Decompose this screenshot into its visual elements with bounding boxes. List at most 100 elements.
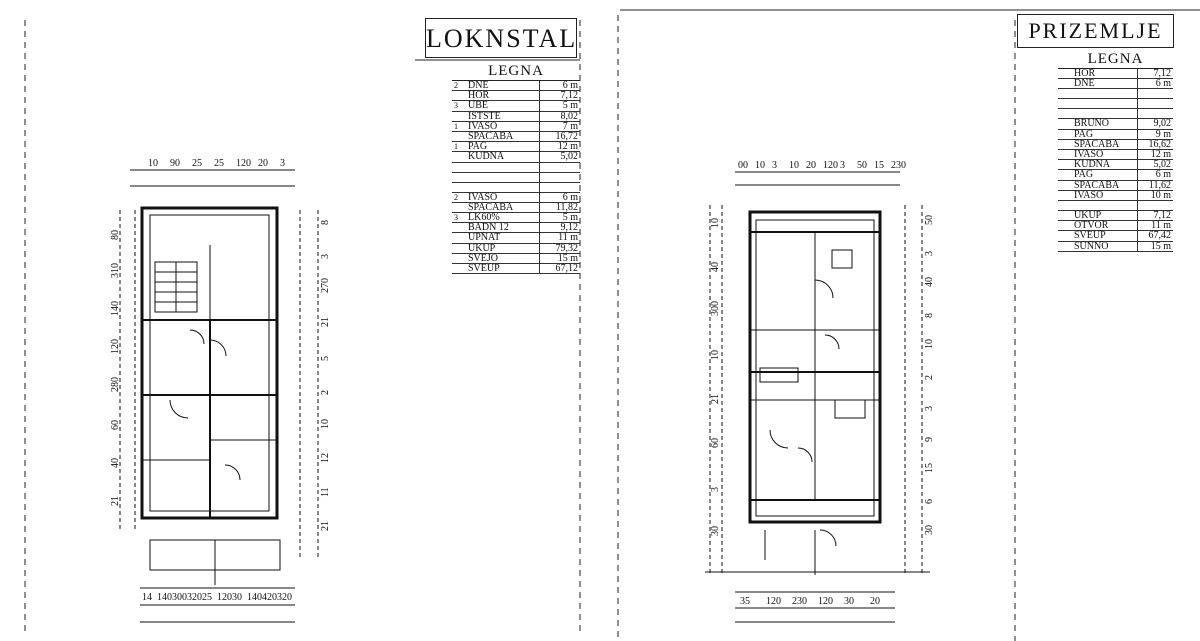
legend-cell-label: UKUP bbox=[466, 243, 540, 254]
dimension-label: 80 bbox=[110, 230, 121, 240]
legend-cell-n bbox=[1058, 200, 1072, 212]
building-outline-right bbox=[748, 210, 882, 575]
legend-cell-value: 5 m bbox=[539, 212, 580, 224]
legend-cell-n bbox=[1058, 159, 1072, 171]
dimension-label: 310 bbox=[110, 263, 121, 278]
legend-cell-n bbox=[452, 182, 466, 193]
building-outline-left bbox=[140, 206, 281, 585]
legend-cell-value: 16,72 bbox=[539, 131, 580, 143]
legend-cell-label: IVASO bbox=[466, 121, 540, 133]
legend-cell-n: 3 bbox=[452, 100, 466, 112]
legend-cell-label: HOR bbox=[1072, 69, 1138, 80]
legend-cell-label: LK60% bbox=[466, 212, 540, 224]
legend-cell-value: 15 m bbox=[539, 253, 580, 265]
legend-heading: LEGNA bbox=[452, 62, 580, 81]
legend-cell-label: PAG bbox=[466, 141, 540, 153]
dimension-label: 10 bbox=[789, 160, 799, 171]
legend-cell-label bbox=[466, 182, 540, 193]
legend-heading: LEGNA bbox=[1058, 50, 1173, 69]
legend-cell-value: 67,42 bbox=[1136, 230, 1173, 242]
staircase bbox=[154, 261, 198, 313]
legend-cell-value bbox=[1136, 88, 1173, 100]
legend-cell-value bbox=[539, 162, 580, 173]
legend-cell-n bbox=[452, 172, 466, 183]
dimension-label: 14 bbox=[142, 592, 152, 603]
legend-cell-label bbox=[1072, 98, 1138, 110]
legend-cell-value bbox=[1136, 108, 1173, 120]
dimension-label: 10 bbox=[710, 218, 721, 228]
legend-cell-value: 5 m bbox=[539, 100, 580, 112]
dimension-label: 90 bbox=[170, 158, 180, 169]
dimension-label: 230 bbox=[891, 160, 906, 171]
dimension-label: 120 bbox=[236, 158, 251, 169]
dimension-label: 230 bbox=[792, 596, 807, 607]
legend-cell-n bbox=[1058, 169, 1072, 181]
legend-cell-n bbox=[1058, 220, 1072, 232]
legend-cell-n bbox=[1058, 149, 1072, 161]
legend-cell-value: 7 m bbox=[539, 121, 580, 133]
dimension-label: 20 bbox=[806, 160, 816, 171]
legend-cell-value: 11,82 bbox=[539, 202, 580, 214]
dimension-label: 12 bbox=[320, 453, 331, 463]
legend-cell-label: SPACABA bbox=[1072, 180, 1138, 191]
legend-cell-n bbox=[452, 232, 466, 244]
legend-cell-n bbox=[1058, 69, 1072, 80]
legend-cell-label: BADN 12 bbox=[466, 222, 540, 234]
dimension-label: 50 bbox=[857, 160, 867, 171]
legend-cell-value: 9,02 bbox=[1136, 118, 1173, 130]
legend-cell-label: PAG bbox=[1072, 129, 1138, 140]
legend-cell-value: 15 m bbox=[1136, 241, 1173, 252]
dimension-label: 6 bbox=[924, 499, 935, 504]
legend-cell-value: 5,02 bbox=[539, 151, 580, 163]
legend-cell-n: 3 bbox=[452, 212, 466, 224]
dimension-label: 30 bbox=[232, 592, 242, 603]
legend-row bbox=[1058, 108, 1173, 120]
legend-cell-n bbox=[452, 222, 466, 234]
dimension-label: 35 bbox=[740, 596, 750, 607]
legend-cell-label: IVASO bbox=[466, 192, 540, 203]
legend-cell-n bbox=[1058, 230, 1072, 242]
dimension-label: 300 bbox=[172, 592, 187, 603]
legend-cell-label: IVASO bbox=[1072, 149, 1138, 161]
dimension-label: 40 bbox=[924, 277, 935, 287]
legend-row bbox=[1058, 200, 1173, 212]
legend-cell-label: HOR bbox=[466, 90, 540, 102]
legend-cell-n: 2 bbox=[452, 81, 466, 92]
dimension-label: 11 bbox=[320, 487, 331, 497]
legend-cell-value: 6 m bbox=[539, 192, 580, 203]
legend-cell-label bbox=[466, 162, 540, 173]
legend-cell-n bbox=[1058, 241, 1072, 252]
legend-cell-n: 2 bbox=[452, 192, 466, 203]
dimension-label: 21 bbox=[320, 317, 331, 327]
dimension-label: 21 bbox=[710, 394, 721, 404]
legend-cell-value bbox=[1136, 200, 1173, 212]
dimension-label: 3 bbox=[772, 160, 777, 171]
legend-cell-value: 11 m bbox=[539, 232, 580, 244]
legend-cell-label: DNE bbox=[1072, 78, 1138, 90]
legend-cell-value: 9,12 bbox=[539, 222, 580, 234]
dimension-label: 10 bbox=[755, 160, 765, 171]
legend-cell-n bbox=[1058, 118, 1072, 130]
dimension-label: 50 bbox=[924, 215, 935, 225]
dimension-label: 320 bbox=[277, 592, 292, 603]
legend-cell-n bbox=[452, 243, 466, 254]
dimension-label: 30 bbox=[844, 596, 854, 607]
